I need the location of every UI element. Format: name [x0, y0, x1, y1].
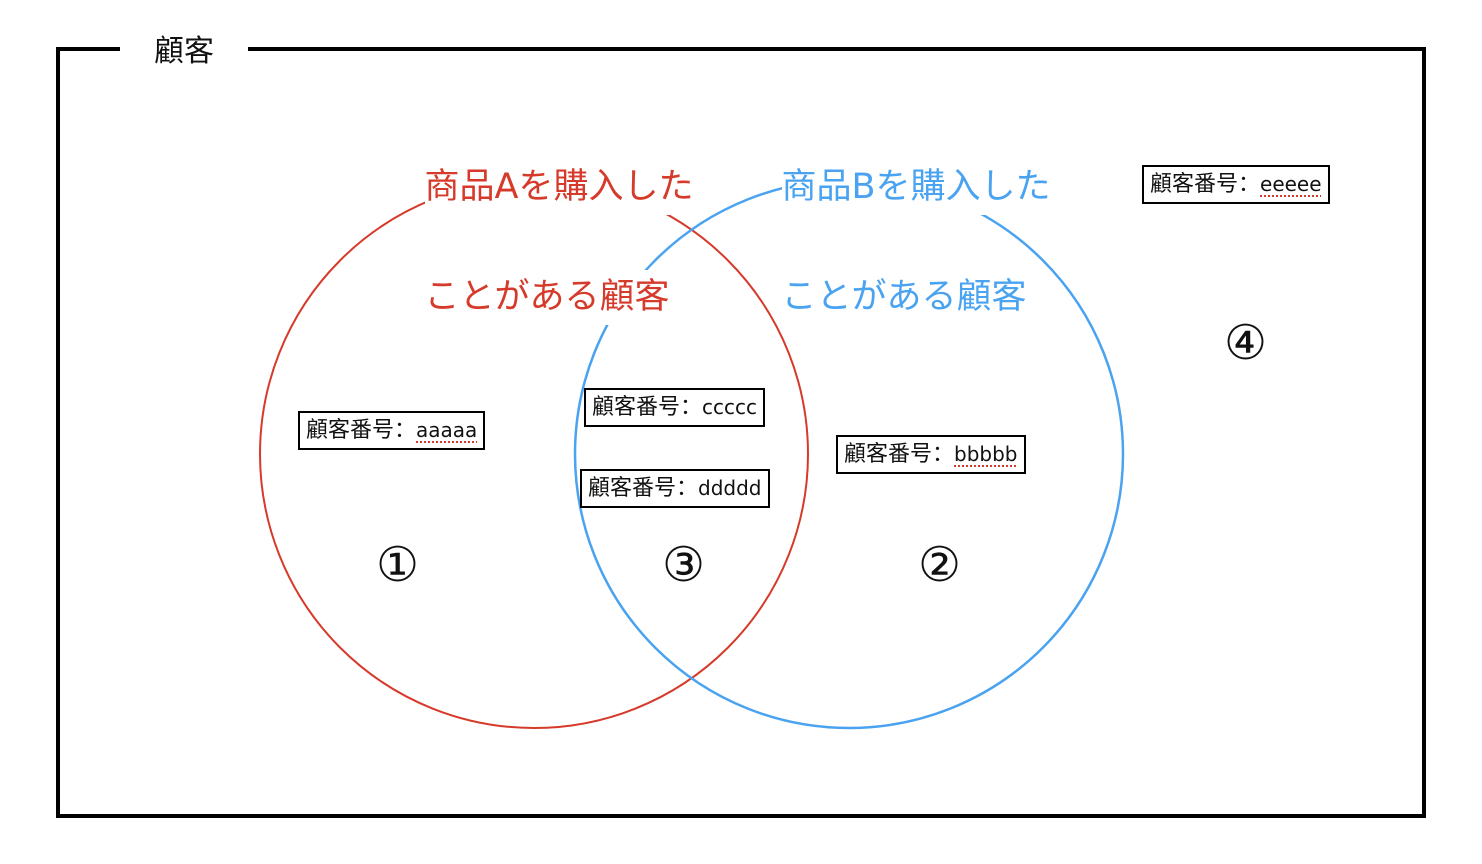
customer-label: 顧客番号： — [592, 395, 703, 420]
region-4-label: ④ — [1224, 315, 1268, 371]
customer-box-bbbbb: 顧客番号：bbbbb — [836, 435, 1026, 474]
customer-box-eeeee: 顧客番号：eeeee — [1142, 165, 1330, 204]
customer-label: 顧客番号： — [306, 418, 417, 443]
region-1-label: ① — [376, 537, 420, 593]
set-a-label-line1: 商品Aを購入した — [424, 160, 694, 215]
set-a-label: 商品Aを購入した ことがある顧客 — [380, 105, 694, 380]
set-b-label: 商品Bを購入した ことがある顧客 — [737, 105, 1051, 380]
customer-label: 顧客番号： — [588, 476, 699, 501]
customer-id: ccccc — [702, 395, 757, 419]
customer-id: aaaaa — [416, 418, 478, 442]
customer-id: eeeee — [1260, 172, 1322, 196]
customer-id: ddddd — [698, 476, 762, 500]
set-b-label-line1: 商品Bを購入した — [781, 160, 1051, 215]
set-b-label-line2: ことがある顧客 — [781, 270, 1027, 325]
customer-box-ccccc: 顧客番号：ccccc — [584, 388, 765, 427]
region-2-label: ② — [918, 537, 962, 593]
universe-title: 顧客 — [120, 30, 248, 74]
customer-box-aaaaa: 顧客番号：aaaaa — [298, 411, 486, 450]
set-a-label-line2: ことがある顧客 — [424, 270, 670, 325]
customer-id: bbbbb — [954, 442, 1018, 466]
customer-universe-frame — [56, 47, 1426, 818]
customer-label: 顧客番号： — [1150, 172, 1261, 197]
customer-label: 顧客番号： — [844, 442, 955, 467]
region-3-label: ③ — [662, 537, 706, 593]
customer-box-ddddd: 顧客番号：ddddd — [580, 469, 770, 508]
